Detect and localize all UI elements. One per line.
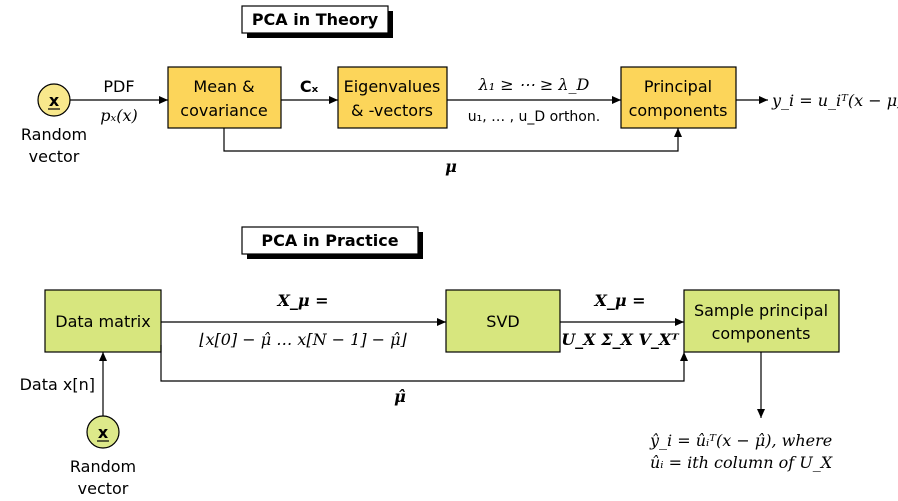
- pdf-expr: pₓ(x): [100, 106, 137, 125]
- practice-feedback-label: μ̂: [394, 387, 406, 406]
- xmu-label: X_μ =: [276, 291, 328, 310]
- practice-title: PCA in Practice: [261, 231, 398, 250]
- box-sample-pc: Sample principal components: [683, 289, 840, 353]
- box-data-label: Data matrix: [55, 312, 150, 331]
- svd-eq: X_μ =: [593, 291, 645, 310]
- practice-title-box: PCA in Practice: [241, 226, 423, 259]
- practice-output-line-2: ûᵢ = ith column of U_X: [650, 453, 833, 472]
- practice-input-symbol: x: [98, 423, 109, 442]
- box-svd: SVD: [445, 289, 561, 353]
- xmu-expr: ⌊x[0] − μ̂ … x[N − 1] − μ̂⌋: [199, 330, 407, 349]
- box-pc-label-1: Principal: [644, 77, 712, 96]
- box-pc-label-2: components: [629, 101, 728, 120]
- theory-title-box: PCA in Theory: [241, 5, 393, 38]
- box-eig-label-2: & -vectors: [351, 101, 433, 120]
- theory-feedback-label: μ: [445, 157, 457, 176]
- box-mean-label-2: covariance: [180, 101, 267, 120]
- box-svd-label: SVD: [486, 312, 519, 331]
- box-eig-label-1: Eigenvalues: [344, 77, 441, 96]
- theory-input-label-1: Random: [21, 125, 87, 144]
- practice-output-line-1: ŷ_i = ûᵢᵀ(x − μ̂), where: [649, 431, 832, 450]
- theory-title: PCA in Theory: [252, 10, 379, 29]
- data-input-label: Data x[n]: [20, 375, 95, 394]
- theory-input-symbol: x: [49, 91, 60, 110]
- box-spc-label-1: Sample principal: [694, 301, 828, 320]
- box-mean-label-1: Mean &: [193, 77, 254, 96]
- theory-output-expr: y_i = u_iᵀ(x − μ): [771, 91, 898, 110]
- theory-input-label-2: vector: [29, 147, 80, 166]
- practice-feedback-arrow: [160, 345, 688, 382]
- box-eigen: Eigenvalues & -vectors: [337, 66, 448, 129]
- cov-symbol: Cₓ: [300, 77, 319, 96]
- eig-vectors: u₁, … , u_D orthon.: [468, 109, 600, 125]
- box-mean-covariance: Mean & covariance: [167, 66, 282, 129]
- eig-inequality: λ₁ ≥ ⋯ ≥ λ_D: [478, 75, 590, 94]
- pdf-label: PDF: [103, 77, 134, 96]
- practice-input-node: x: [86, 415, 120, 449]
- theory-feedback-arrow: [223, 128, 682, 152]
- practice-input-label-2: vector: [78, 479, 129, 498]
- practice-input-label-1: Random: [70, 457, 136, 476]
- svd-expr: U_X Σ_X V_Xᵀ: [561, 330, 680, 349]
- theory-input-node: x: [37, 83, 71, 117]
- box-data-matrix: Data matrix: [44, 289, 162, 353]
- box-principal-components: Principal components: [620, 66, 737, 129]
- box-spc-label-2: components: [712, 324, 811, 343]
